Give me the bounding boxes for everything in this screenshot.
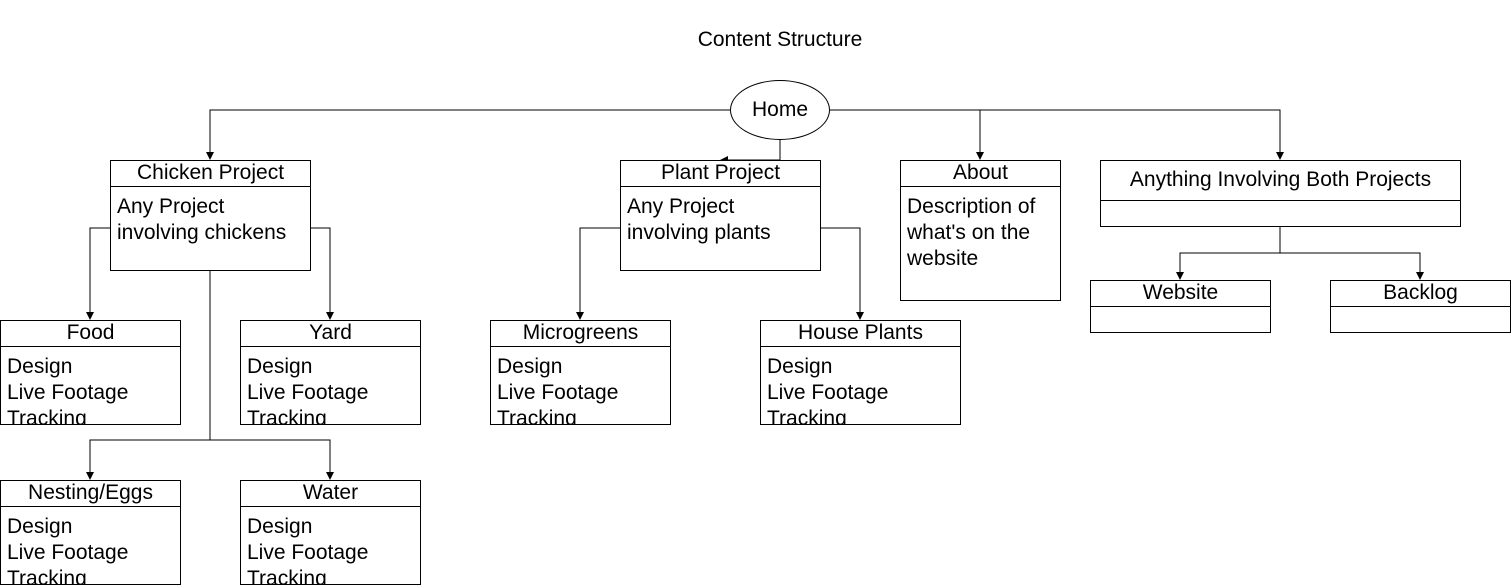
- node-body-line: Design: [7, 355, 73, 378]
- node-title: Plant Project: [621, 161, 820, 187]
- node-title: Yard: [241, 321, 420, 347]
- node-title: Nesting/Eggs: [1, 481, 180, 507]
- node-body-line: Tracking: [7, 407, 87, 424]
- node-body: [1097, 314, 1268, 332]
- node-body-line: Design: [247, 355, 313, 378]
- edge-plant-microgreens: [576, 227, 620, 320]
- node-body: [1107, 208, 1458, 226]
- node-body-line: Any Project: [627, 195, 735, 218]
- edge-home-plant: [720, 140, 781, 164]
- node-title: Chicken Project: [111, 161, 310, 187]
- node-body-line: Any Project: [117, 195, 225, 218]
- node-body-line: involving plants: [627, 221, 771, 244]
- node-title: Water: [241, 481, 420, 507]
- edge-home-chicken: [206, 109, 730, 160]
- home-label: Home: [751, 98, 809, 121]
- node-body: Any Project involving chickens: [117, 194, 308, 270]
- node-body-line: Live Footage: [767, 381, 889, 404]
- node-body-line: website: [907, 247, 979, 270]
- node-body: Description of what's on the website: [907, 194, 1058, 300]
- edge-chicken-nesting: [86, 439, 210, 480]
- edge-plant-houseplants: [820, 227, 864, 320]
- node-body-line: Live Footage: [247, 381, 369, 404]
- diagram-title: Content Structure: [697, 28, 863, 51]
- node-body-line: Design: [767, 355, 833, 378]
- node-title: Website: [1091, 281, 1270, 307]
- edge-chicken-food: [86, 227, 110, 320]
- node-body-line: Tracking: [7, 567, 87, 584]
- node-backlog[interactable]: Backlog: [1330, 280, 1511, 333]
- node-body: [1337, 314, 1508, 332]
- node-body-line: Live Footage: [7, 541, 129, 564]
- node-title: Backlog: [1331, 281, 1510, 307]
- node-body-line: Tracking: [247, 567, 327, 584]
- edge-both-backlog: [1280, 252, 1424, 280]
- node-body-line: Tracking: [247, 407, 327, 424]
- node-body: Any Project involving plants: [627, 194, 818, 270]
- node-body-line: Tracking: [767, 407, 847, 424]
- node-both-projects[interactable]: Anything Involving Both Projects: [1100, 160, 1461, 227]
- node-body-line: Live Footage: [497, 381, 619, 404]
- node-body-line: Design: [247, 515, 313, 538]
- node-website[interactable]: Website: [1090, 280, 1271, 333]
- home-node[interactable]: Home: [730, 80, 830, 140]
- node-title: Anything Involving Both Projects: [1101, 161, 1460, 201]
- node-body-line: Tracking: [497, 407, 577, 424]
- node-body-line: Design: [7, 515, 73, 538]
- node-title: About: [901, 161, 1060, 187]
- edge-chicken-water: [210, 439, 334, 480]
- node-body-line: involving chickens: [117, 221, 287, 244]
- node-title: Microgreens: [491, 321, 670, 347]
- edge-home-both: [980, 109, 1284, 160]
- edge-chicken-yard: [310, 227, 334, 320]
- node-body-line: Description of: [907, 195, 1036, 218]
- node-title: House Plants: [761, 321, 960, 347]
- node-body-line: Live Footage: [7, 381, 129, 404]
- edge-both-website: [1176, 252, 1280, 280]
- node-body-line: Design: [497, 355, 563, 378]
- node-body-line: Live Footage: [247, 541, 369, 564]
- node-body-line: what's on the: [907, 221, 1031, 244]
- edge-home-about: [830, 109, 984, 160]
- node-title: Food: [1, 321, 180, 347]
